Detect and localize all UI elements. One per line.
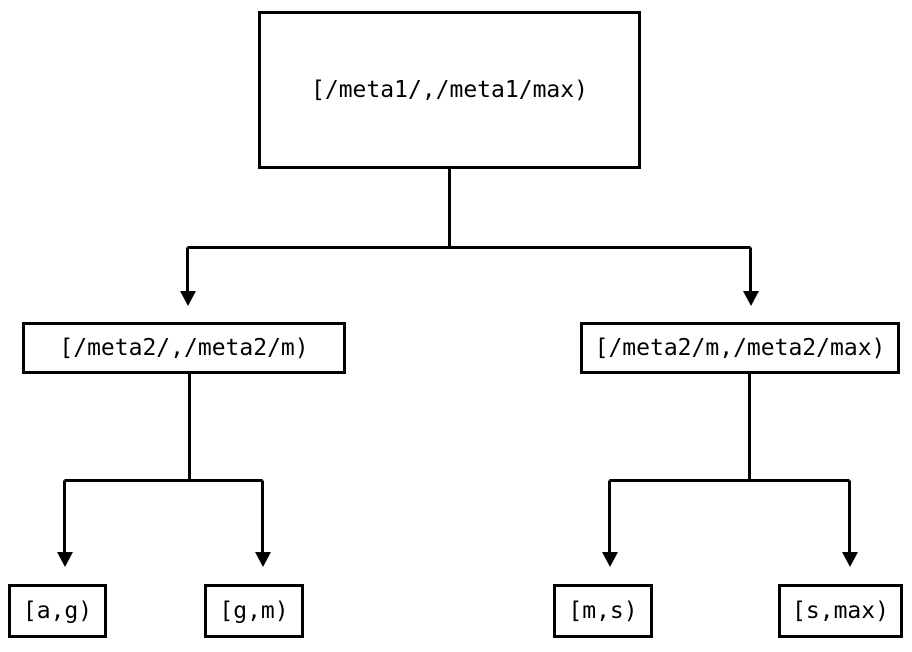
node-leaf-g-m[interactable]: [g,m) xyxy=(204,584,304,638)
node-root-label: [/meta1/,/meta1/max) xyxy=(311,76,588,103)
node-mid-right-label: [/meta2/m,/meta2/max) xyxy=(594,334,886,361)
node-leaf-s-max-label: [s,max) xyxy=(792,597,889,624)
node-leaf-m-s-label: [m,s) xyxy=(568,597,638,624)
node-leaf-a-g[interactable]: [a,g) xyxy=(8,584,107,638)
node-mid-right[interactable]: [/meta2/m,/meta2/max) xyxy=(580,322,900,374)
arrowhead-to-mid-left-icon xyxy=(180,291,196,306)
node-leaf-a-g-label: [a,g) xyxy=(22,597,93,624)
arrowhead-to-leaf-ms-icon xyxy=(602,552,618,567)
node-leaf-m-s[interactable]: [m,s) xyxy=(553,584,653,638)
node-root[interactable]: [/meta1/,/meta1/max) xyxy=(258,11,641,169)
arrowhead-to-leaf-smax-icon xyxy=(842,552,858,567)
arrowhead-to-mid-right-icon xyxy=(743,291,759,306)
node-mid-left[interactable]: [/meta2/,/meta2/m) xyxy=(22,322,346,374)
node-leaf-g-m-label: [g,m) xyxy=(219,597,289,624)
node-leaf-s-max[interactable]: [s,max) xyxy=(778,584,903,638)
arrowhead-to-leaf-ag-icon xyxy=(57,552,73,567)
arrowhead-to-leaf-gm-icon xyxy=(255,552,271,567)
node-mid-left-label: [/meta2/,/meta2/m) xyxy=(59,334,309,361)
